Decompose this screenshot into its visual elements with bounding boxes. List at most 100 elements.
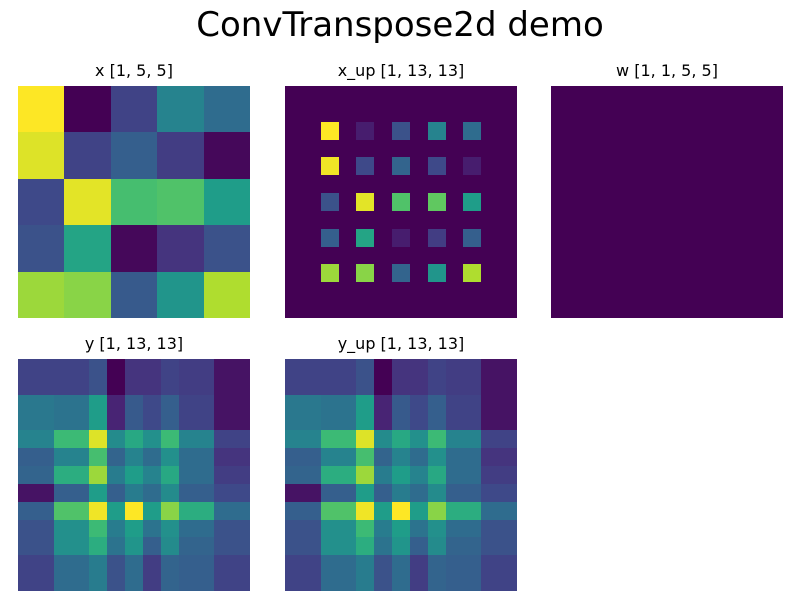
heatmap-cell bbox=[89, 484, 107, 502]
heatmap-cell bbox=[410, 229, 428, 247]
heatmap-cell bbox=[499, 555, 517, 573]
panel-x: x [1, 5, 5] bbox=[18, 61, 250, 318]
heatmap-cell bbox=[356, 359, 374, 377]
heatmap-cell bbox=[232, 430, 250, 448]
heatmap-cell bbox=[463, 502, 481, 520]
heatmap-cell bbox=[644, 132, 690, 179]
heatmap-cell bbox=[125, 413, 143, 430]
heatmap-cell bbox=[321, 229, 339, 247]
heatmap-cell bbox=[410, 247, 428, 264]
heatmap-cell bbox=[321, 211, 339, 229]
heatmap-cell bbox=[499, 502, 517, 520]
heatmap-cell bbox=[446, 193, 463, 211]
heatmap-cell bbox=[339, 229, 356, 247]
heatmap-cell bbox=[125, 359, 143, 377]
heatmap-cell bbox=[285, 282, 303, 300]
heatmap-cell bbox=[161, 484, 179, 502]
heatmap-cell bbox=[18, 377, 36, 395]
heatmap-cell bbox=[356, 484, 374, 502]
heatmap-cell bbox=[125, 484, 143, 502]
heatmap-cell bbox=[18, 573, 36, 591]
heatmap-cell bbox=[481, 466, 499, 484]
heatmap-cell bbox=[499, 300, 517, 318]
heatmap-cell bbox=[392, 448, 410, 466]
heatmap-cell bbox=[18, 179, 64, 225]
heatmap-cell bbox=[125, 448, 143, 466]
heatmap-cell bbox=[303, 122, 321, 140]
heatmap-cell bbox=[339, 520, 356, 537]
heatmap-cell bbox=[196, 413, 214, 430]
heatmap-cell bbox=[356, 466, 374, 484]
heatmap-cell bbox=[321, 247, 339, 264]
heatmap-cell bbox=[428, 264, 446, 282]
heatmap-cell bbox=[89, 555, 107, 573]
heatmap-cell bbox=[499, 282, 517, 300]
heatmap-cell bbox=[54, 502, 72, 520]
heatmap-cell bbox=[161, 413, 179, 430]
heatmap-cell bbox=[690, 179, 737, 225]
heatmap-cell bbox=[89, 448, 107, 466]
heatmap-cell bbox=[463, 300, 481, 318]
heatmap-cell bbox=[285, 520, 303, 537]
heatmap-cell bbox=[196, 573, 214, 591]
heatmap-cell bbox=[179, 377, 196, 395]
heatmap-cell bbox=[446, 157, 463, 175]
heatmap-cell bbox=[54, 484, 72, 502]
heatmap-cell bbox=[89, 502, 107, 520]
heatmap-cell bbox=[303, 264, 321, 282]
heatmap-cell bbox=[125, 430, 143, 448]
heatmap-cell bbox=[303, 193, 321, 211]
heatmap-cell bbox=[111, 132, 157, 179]
heatmap-cell bbox=[551, 272, 597, 318]
heatmap-cell bbox=[321, 193, 339, 211]
heatmap-cell bbox=[481, 377, 499, 395]
heatmap-cell bbox=[463, 247, 481, 264]
heatmap-cell bbox=[339, 502, 356, 520]
heatmap-cell bbox=[374, 229, 392, 247]
heatmap-cell bbox=[196, 448, 214, 466]
heatmap-cell bbox=[214, 502, 232, 520]
heatmap-cell bbox=[410, 520, 428, 537]
heatmap-cell bbox=[285, 573, 303, 591]
heatmap-cell bbox=[392, 430, 410, 448]
heatmap-cell bbox=[18, 272, 64, 318]
heatmap-cell bbox=[143, 413, 161, 430]
heatmap-cell bbox=[72, 413, 89, 430]
heatmap-cell bbox=[303, 157, 321, 175]
heatmap-cell bbox=[463, 211, 481, 229]
heatmap-cell bbox=[143, 573, 161, 591]
heatmap-cell bbox=[107, 555, 125, 573]
panel-title-x: x [1, 5, 5] bbox=[95, 61, 173, 80]
heatmap-cell bbox=[54, 430, 72, 448]
heatmap-cell bbox=[157, 272, 204, 318]
heatmap-cell bbox=[321, 448, 339, 466]
heatmap-cell bbox=[285, 157, 303, 175]
heatmap-cell bbox=[72, 359, 89, 377]
heatmap-cell bbox=[392, 247, 410, 264]
heatmap-cell bbox=[285, 229, 303, 247]
heatmap-cell bbox=[499, 86, 517, 104]
heatmap-cell bbox=[64, 272, 111, 318]
heatmap-cell bbox=[392, 104, 410, 122]
heatmap-cell bbox=[446, 300, 463, 318]
heatmap-cell bbox=[499, 122, 517, 140]
heatmap-cell bbox=[356, 247, 374, 264]
heatmap-cell bbox=[737, 179, 783, 225]
heatmap-cell bbox=[644, 225, 690, 272]
heatmap-cell bbox=[410, 573, 428, 591]
heatmap-cell bbox=[463, 448, 481, 466]
heatmap-cell bbox=[737, 132, 783, 179]
heatmap-cell bbox=[321, 86, 339, 104]
heatmap-cell bbox=[392, 211, 410, 229]
heatmap-cell bbox=[303, 573, 321, 591]
heatmap-cell bbox=[446, 247, 463, 264]
panel-w: w [1, 1, 5, 5] bbox=[551, 61, 783, 318]
heatmap-cell bbox=[285, 264, 303, 282]
heatmap-cell bbox=[125, 466, 143, 484]
heatmap-cell bbox=[72, 448, 89, 466]
heatmap-cell bbox=[481, 247, 499, 264]
heatmap-cell bbox=[428, 377, 446, 395]
heatmap-cell bbox=[285, 555, 303, 573]
heatmap-cell bbox=[285, 430, 303, 448]
heatmap-cell bbox=[499, 466, 517, 484]
